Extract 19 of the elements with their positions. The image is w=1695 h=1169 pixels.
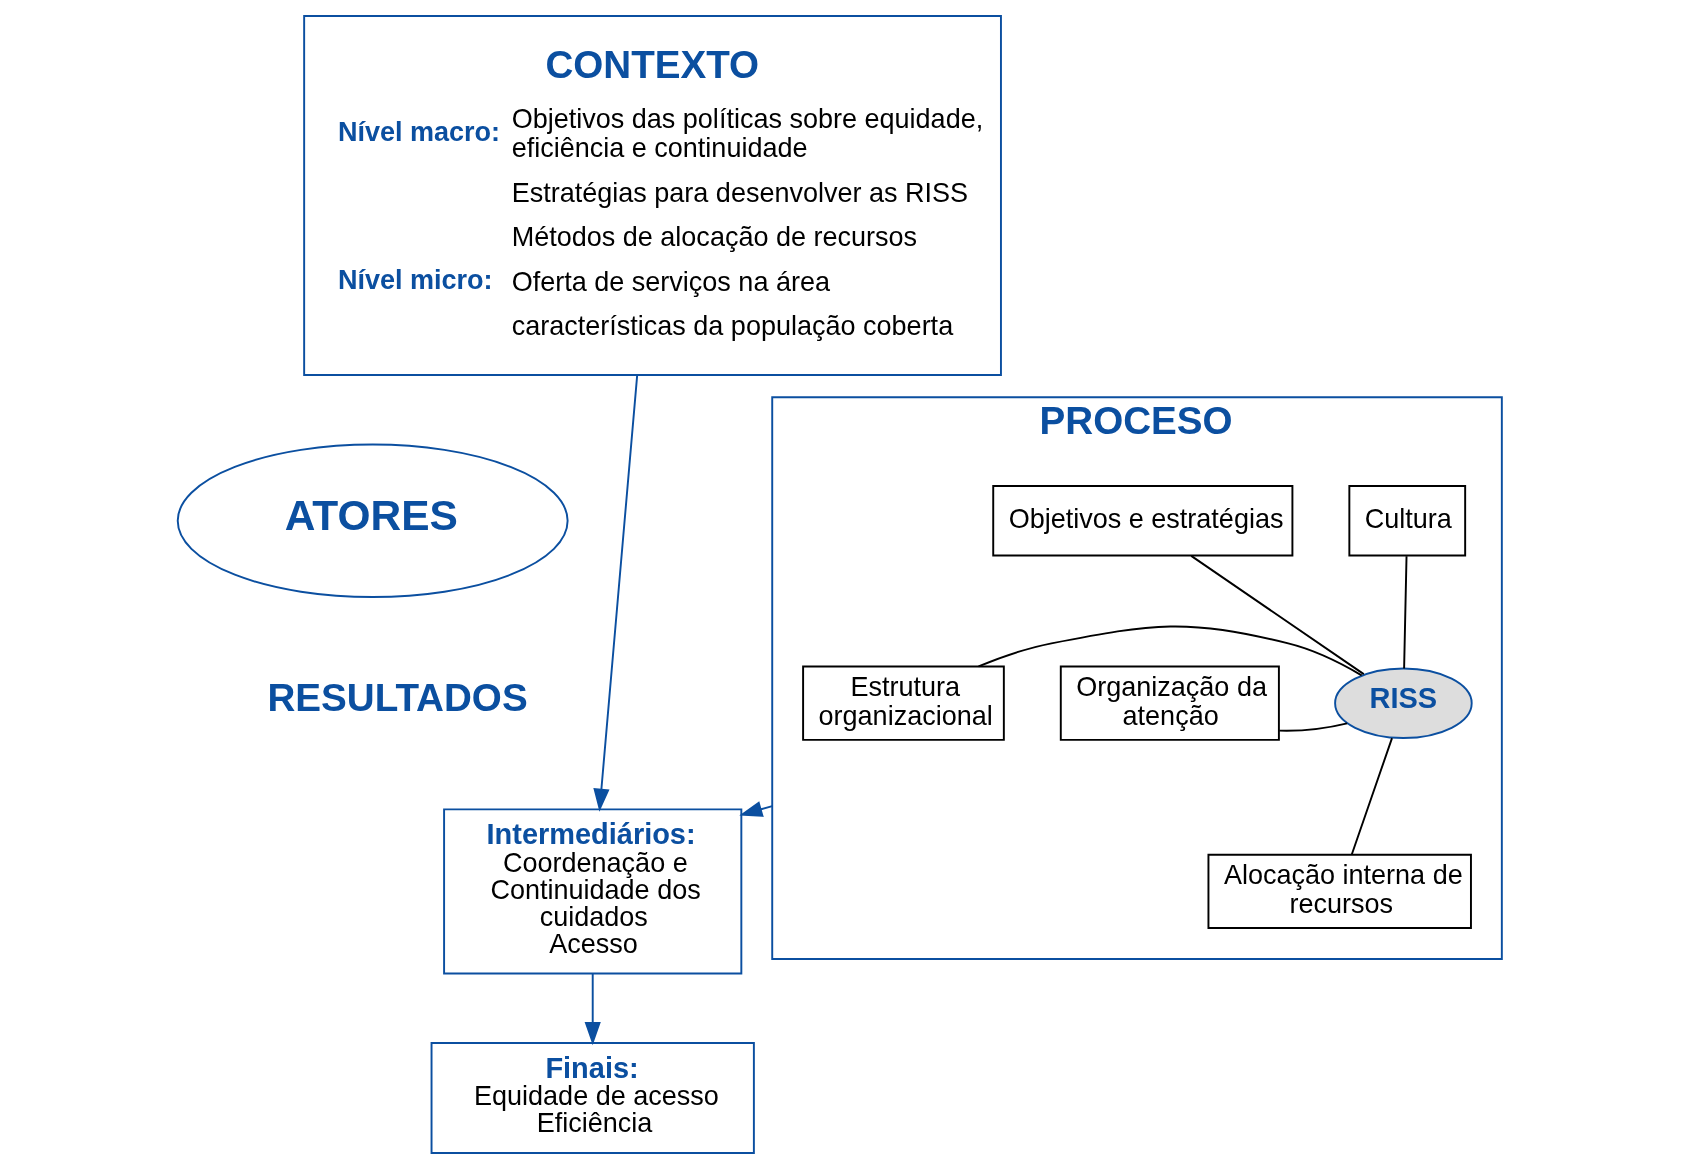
arrow <box>739 801 774 817</box>
node-ellipse: RISS <box>1334 667 1473 739</box>
label: RESULTADOS <box>267 675 528 719</box>
connector <box>977 625 1363 677</box>
connector <box>1350 737 1393 856</box>
arrow <box>593 374 639 812</box>
node-box: Objetivos e estratégias <box>992 485 1294 557</box>
node-box: Finais: Equidade de acesso Eficiência <box>430 1041 755 1154</box>
node-box: Estrutura organizacional <box>802 665 1005 741</box>
connector <box>1278 722 1349 732</box>
arrow <box>584 973 601 1046</box>
connector <box>1403 555 1408 670</box>
node-ellipse: ATORES <box>176 443 569 598</box>
node-box: Cultura <box>1348 485 1467 557</box>
connector <box>1190 554 1365 676</box>
node-box: Organização da atenção <box>1059 665 1280 741</box>
node-box: CONTEXTO Nível macro: Objetivos das políticas sobre equidade, eficiência e continuidade Estratégias para desenvolver as RISS Métodos de alocação de recursos Nível micro: Oferta de serviços na área características da população coberta <box>303 15 1002 377</box>
node-box: Intermediários: Coordenação e Continuidade dos cuidados Acesso <box>443 808 743 975</box>
node-box: Alocação interna de recursos <box>1207 853 1472 930</box>
